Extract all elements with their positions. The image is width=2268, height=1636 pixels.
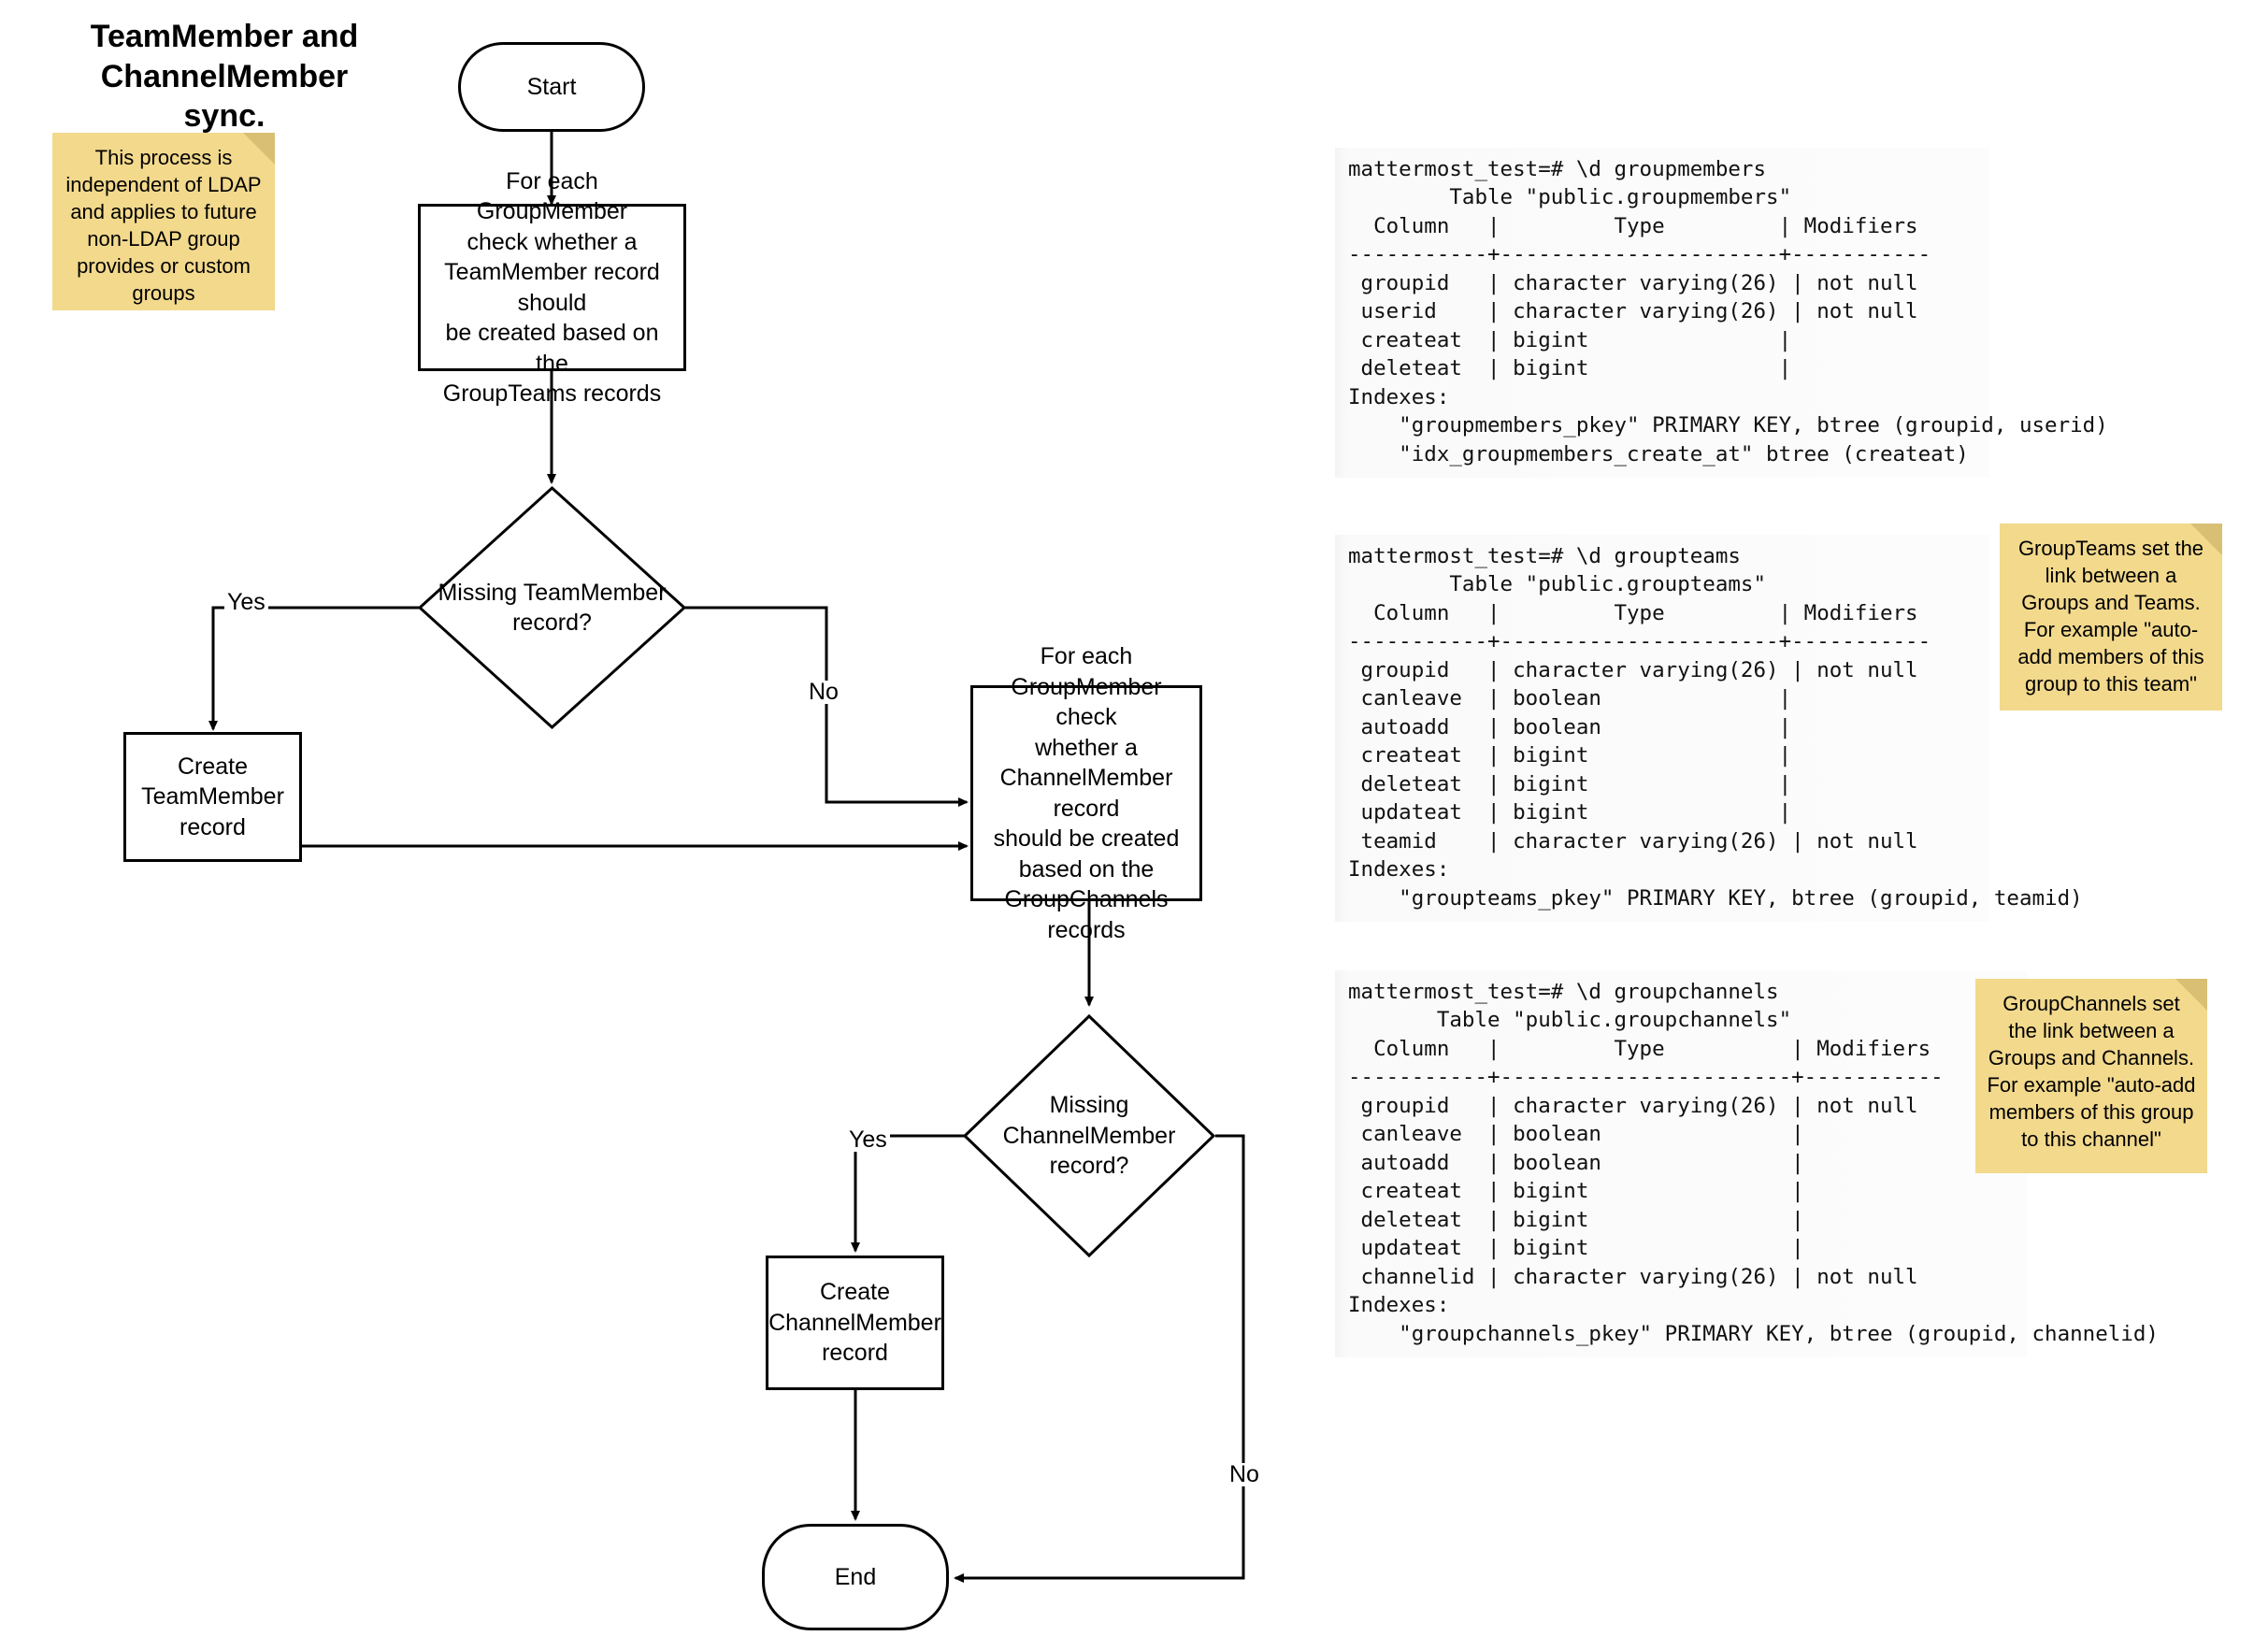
edge-decision2-yes <box>851 1134 965 1253</box>
node-process-teammember[interactable]: For each GroupMember check whether a Tea… <box>418 168 686 407</box>
edge-decision1-yes <box>208 606 419 731</box>
edge-label-channelmember-yes: Yes <box>846 1128 890 1152</box>
node-process-channelmember-label: For each GroupMember check whether a Cha… <box>993 643 1180 943</box>
node-process-teammember-label: For each GroupMember check whether a Tea… <box>442 167 662 408</box>
node-decision-teammember[interactable]: Missing TeamMember record? <box>417 485 687 730</box>
edge-label-teammember-no: No <box>806 681 841 704</box>
node-process-channelmember[interactable]: For each GroupMember check whether a Cha… <box>970 643 1202 943</box>
edge-label-channelmember-no: No <box>1227 1463 1262 1486</box>
sticky-note-groupteams: GroupTeams set the link between a Groups… <box>2000 524 2222 710</box>
sticky-fold-icon <box>243 133 275 165</box>
decision-teammember-shape <box>417 485 687 730</box>
node-start-label: Start <box>526 73 577 100</box>
terminal-output-groupchannels: mattermost_test=# \d groupchannels Table… <box>1335 970 2159 1358</box>
node-end[interactable]: End <box>762 1524 949 1630</box>
decision-channelmember-shape <box>962 1013 1216 1258</box>
sticky-note-groupteams-text: GroupTeams set the link between a Groups… <box>2017 537 2204 696</box>
sticky-note-ldap: This process is independent of LDAP and … <box>52 133 275 310</box>
edge-decision2-no <box>954 1134 1245 1583</box>
node-create-teammember[interactable]: Create TeamMember record <box>123 732 302 862</box>
node-create-channelmember[interactable]: Create ChannelMember record <box>766 1256 944 1390</box>
edge-decision1-no <box>685 606 969 807</box>
node-end-label: End <box>834 1563 877 1590</box>
node-start[interactable]: Start <box>458 42 645 132</box>
edge-label-teammember-yes: Yes <box>224 591 268 614</box>
sticky-fold-icon <box>2190 524 2222 555</box>
node-create-channelmember-label: Create ChannelMember record <box>768 1279 941 1367</box>
terminal-output-groupmembers: mattermost_test=# \d groupmembers Table … <box>1335 148 2108 479</box>
node-create-teammember-label: Create TeamMember record <box>141 753 284 840</box>
sticky-note-groupchannels: GroupChannels set the link between a Gro… <box>1975 979 2207 1173</box>
sticky-note-groupchannels-text: GroupChannels set the link between a Gro… <box>1987 992 2196 1152</box>
page-title: TeamMember and ChannelMember sync. <box>90 19 359 134</box>
terminal-output-groupteams: mattermost_test=# \d groupteams Table "p… <box>1335 535 2083 923</box>
sticky-note-ldap-text: This process is independent of LDAP and … <box>65 146 262 306</box>
node-decision-channelmember[interactable]: Missing ChannelMember record? <box>962 1013 1216 1258</box>
sticky-fold-icon <box>2175 979 2207 1011</box>
